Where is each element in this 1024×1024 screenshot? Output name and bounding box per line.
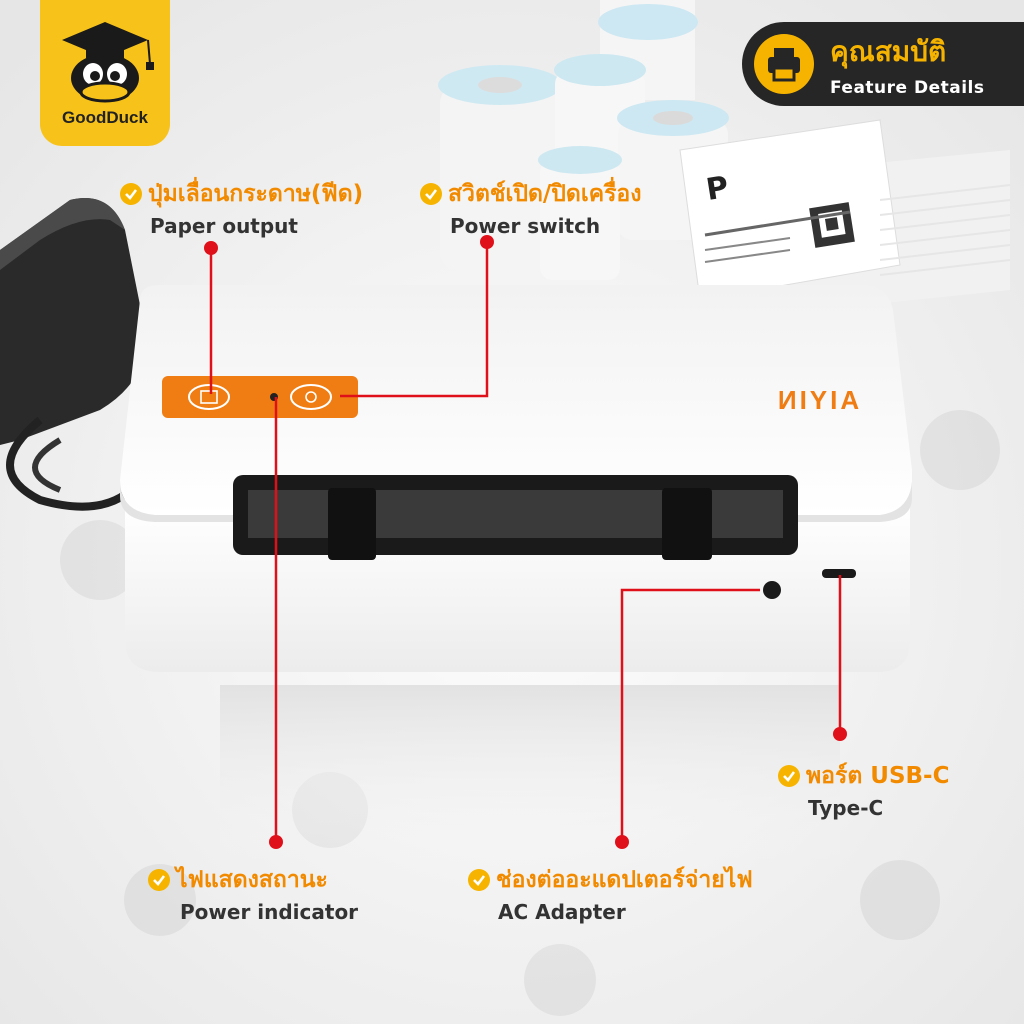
printer-icon xyxy=(754,34,814,94)
badge-title: คุณสมบัติ xyxy=(830,35,947,68)
gooduck-logo: GoodDuck xyxy=(40,0,170,146)
callout-power-indicator-en: Power indicator xyxy=(180,900,359,924)
printer-brand-mark: AIYIN xyxy=(774,385,860,415)
callout-power-switch: สวิตช์เปิด/ปิดเครื่อง Power switch xyxy=(420,176,641,238)
callout-paper-output-en: Paper output xyxy=(150,214,298,238)
callout-power-switch-en: Power switch xyxy=(450,214,601,238)
checkmark-icon xyxy=(420,183,442,205)
callout-ac-adapter-en: AC Adapter xyxy=(498,900,626,924)
callout-paper-output: ปุ่มเลื่อนกระดาษ(ฟีด) Paper output xyxy=(120,176,363,238)
svg-text:P: P xyxy=(704,170,731,208)
callout-usb-c-en: Type-C xyxy=(808,796,884,820)
duck-mascot-icon xyxy=(62,22,154,103)
checkmark-icon xyxy=(778,765,800,787)
badge-subtitle: Feature Details xyxy=(830,78,985,98)
logo-text: GoodDuck xyxy=(62,108,148,127)
checkmark-icon xyxy=(148,869,170,891)
callout-power-indicator: ไฟแสดงสถานะ Power indicator xyxy=(148,862,358,924)
callout-ac-adapter: ช่องต่ออะแดปเตอร์จ่ายไฟ AC Adapter xyxy=(468,862,753,924)
checkmark-icon xyxy=(468,869,490,891)
checkmark-icon xyxy=(120,183,142,205)
callout-usb-c: พอร์ต USB-C Type-C xyxy=(778,758,949,820)
feature-details-badge: คุณสมบัติ Feature Details xyxy=(742,22,1024,106)
